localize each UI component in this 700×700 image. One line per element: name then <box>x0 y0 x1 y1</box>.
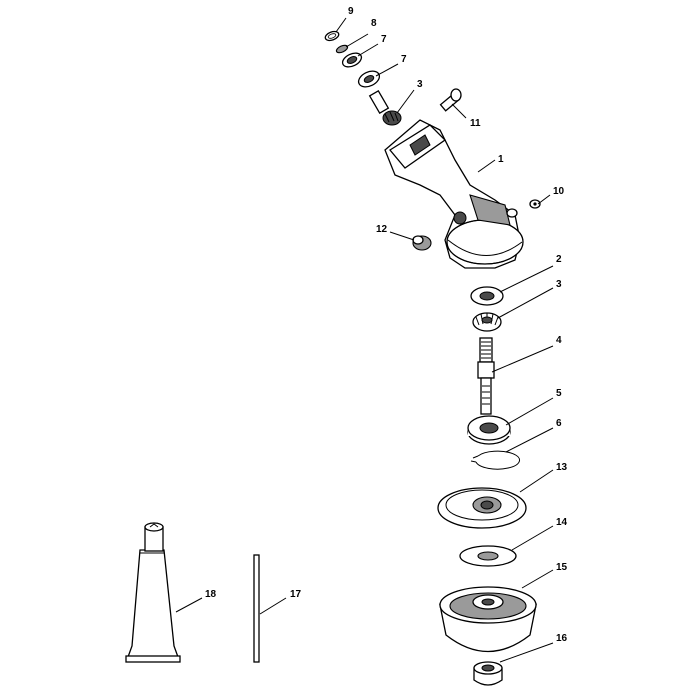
part-15-mowing-cup <box>439 586 537 653</box>
part-8-washer <box>335 44 349 54</box>
callout-3-lower: 3 <box>556 279 562 290</box>
callout-15: 15 <box>556 562 568 573</box>
part-6-retaining-ring <box>470 450 521 470</box>
callout-1: 1 <box>498 154 504 165</box>
callout-6: 6 <box>556 418 562 429</box>
part-3-bevel-gear <box>472 312 502 332</box>
callout-13: 13 <box>556 462 568 473</box>
callout-labels: 9 8 7 7 3 11 1 10 12 2 3 4 5 6 13 14 15 … <box>205 6 568 644</box>
callout-17: 17 <box>290 589 302 600</box>
part-12-plug-screw <box>412 235 432 251</box>
part-4-shaft <box>477 337 495 415</box>
part-10-nut <box>529 199 541 209</box>
callout-18: 18 <box>205 589 217 600</box>
part-17-locking-strip <box>253 554 260 663</box>
callout-10: 10 <box>553 186 565 197</box>
part-7-bearing-lower <box>357 70 381 88</box>
callout-3-upper: 3 <box>417 79 423 90</box>
callout-9: 9 <box>348 6 354 17</box>
callout-8: 8 <box>371 18 377 29</box>
part-11-screw <box>439 88 462 112</box>
callout-7-upper: 7 <box>381 34 387 45</box>
part-7-bearing-upper <box>341 52 363 68</box>
part-18-grease-tube <box>125 522 181 663</box>
callout-14: 14 <box>556 517 568 528</box>
callout-4: 4 <box>556 335 562 346</box>
part-13-thrust-plate <box>437 487 527 529</box>
part-5-ball-bearing <box>467 415 511 445</box>
callout-12: 12 <box>376 224 388 235</box>
leader-lines <box>175 17 554 663</box>
part-16-mowing-head-nut <box>473 661 503 686</box>
part-2-ball-bearing <box>470 286 504 306</box>
part-3-pinion-upper <box>368 89 402 126</box>
part-9-circlip <box>324 30 340 42</box>
part-1-gear-housing <box>384 119 524 269</box>
callout-5: 5 <box>556 388 562 399</box>
callout-11: 11 <box>470 118 481 129</box>
callout-16: 16 <box>556 633 568 644</box>
callout-7-lower: 7 <box>401 54 407 65</box>
callout-2: 2 <box>556 254 562 265</box>
part-14-washer <box>459 545 517 567</box>
